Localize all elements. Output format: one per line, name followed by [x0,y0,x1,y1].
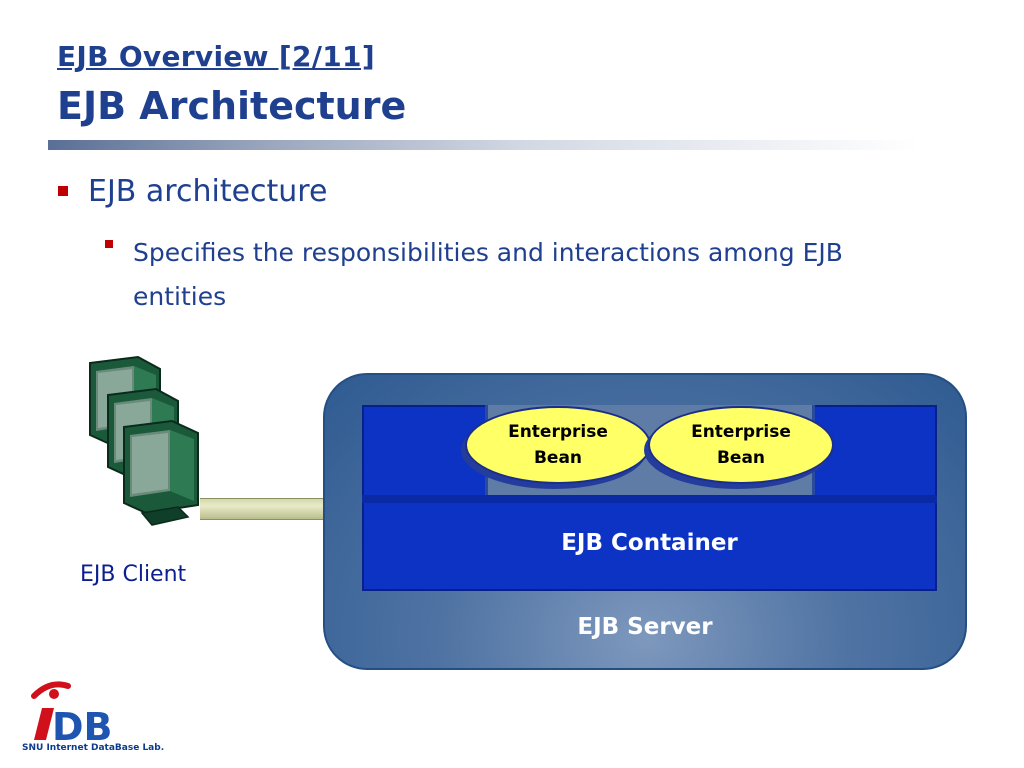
logo-caption: SNU Internet DataBase Lab. [22,743,165,753]
bullet-square-icon [58,186,68,196]
slide-subtitle[interactable]: EJB Overview [2/11] [57,40,375,73]
bullet-square-icon [105,240,113,248]
bean-label-text: Enterprise Bean [691,422,791,468]
svg-text:DB: DB [52,705,113,748]
slide-title: EJB Architecture [57,84,407,128]
bean-label-text: Enterprise Bean [508,422,608,468]
idb-logo: DB [31,681,113,748]
title-divider [48,140,920,150]
bullet-main-text: EJB architecture [88,174,328,209]
server-label: EJB Server [577,614,713,640]
enterprise-bean-1: Enterprise Bean [465,406,651,484]
bean-label: Enterprise Bean [503,419,613,471]
container-shelf [362,495,937,503]
bullet-sub-text: Specifies the responsibilities and inter… [133,238,843,311]
computer-monitor-icon [123,419,199,526]
enterprise-bean-2: Enterprise Bean [648,406,834,484]
computer-cluster-icon [89,355,199,526]
container-label: EJB Container [561,530,738,556]
client-label: EJB Client [80,562,187,587]
client-server-connector [200,498,324,520]
bean-label: Enterprise Bean [686,419,796,471]
